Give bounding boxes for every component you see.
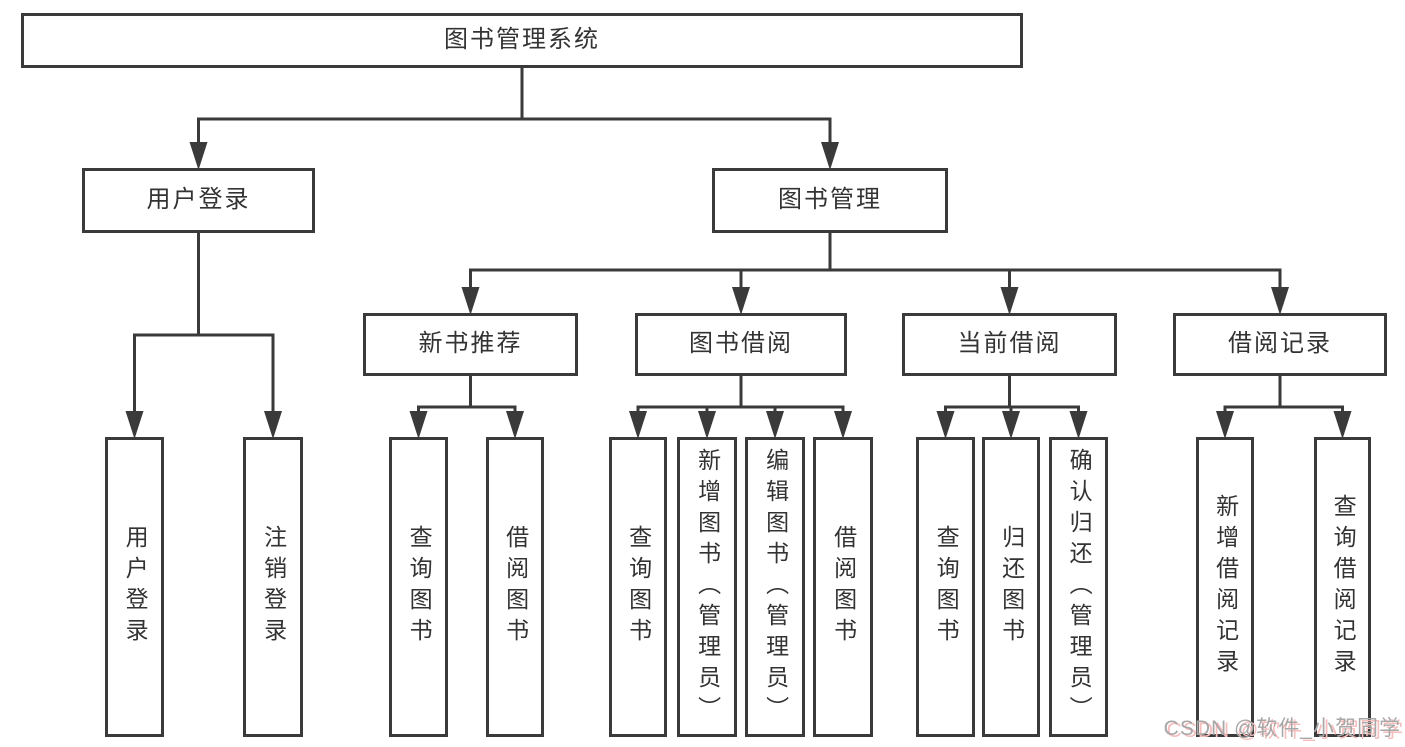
node-login-out: 注销登录 — [243, 437, 303, 737]
arrowhead-icon — [766, 411, 784, 439]
node-label-br-add: 新增图书（管理员） — [694, 447, 721, 727]
csdn-watermark: CSDN @软件_小贺同学 — [1163, 717, 1401, 740]
arrowhead-icon — [1000, 287, 1019, 315]
arrowhead-icon — [1216, 411, 1234, 439]
node-login-user: 用户登录 — [105, 437, 164, 737]
arrowhead-icon — [698, 411, 716, 439]
arrowhead-icon — [506, 411, 524, 439]
arrowhead-icon — [1069, 411, 1088, 439]
node-label-br-edit: 编辑图书（管理员） — [762, 447, 789, 727]
node-label-br-borrow: 借阅图书 — [830, 525, 857, 649]
node-label-br-query: 查询图书 — [625, 525, 652, 649]
node-cur-return: 归还图书 — [982, 437, 1040, 737]
node-label-borrow: 图书借阅 — [689, 330, 793, 358]
node-br-borrow: 借阅图书 — [813, 437, 873, 737]
arrowhead-icon — [1271, 287, 1289, 315]
arrowhead-icon — [1002, 411, 1020, 439]
node-label-cur-query: 查询图书 — [933, 525, 960, 649]
node-label-newbook: 新书推荐 — [418, 330, 523, 358]
node-label-login-user: 用户登录 — [122, 525, 149, 649]
node-mgmt: 图书管理 — [712, 168, 948, 233]
node-label-nb-query: 查询图书 — [406, 525, 433, 649]
node-label-mgmt: 图书管理 — [778, 186, 882, 214]
node-nb-borrow: 借阅图书 — [486, 437, 544, 737]
arrowhead-icon — [834, 411, 852, 439]
node-borrow: 图书借阅 — [635, 313, 847, 376]
node-nb-query: 查询图书 — [389, 437, 448, 737]
node-label-login-out: 注销登录 — [260, 525, 287, 649]
node-label-current: 当前借阅 — [957, 330, 1062, 358]
node-cur-confirm: 确认归还（管理员） — [1049, 437, 1108, 737]
node-login: 用户登录 — [82, 168, 315, 233]
node-br-add: 新增图书（管理员） — [677, 437, 737, 737]
arrowhead-icon — [189, 142, 208, 170]
node-label-cur-confirm: 确认归还（管理员） — [1066, 447, 1093, 727]
arrowhead-icon — [461, 287, 480, 315]
arrowhead-icon — [732, 287, 750, 315]
node-label-nb-borrow: 借阅图书 — [502, 525, 529, 649]
node-label-login: 用户登录 — [146, 186, 251, 214]
node-newbook: 新书推荐 — [363, 313, 578, 376]
node-br-edit: 编辑图书（管理员） — [745, 437, 805, 737]
arrowhead-icon — [629, 411, 647, 439]
arrowhead-icon — [936, 411, 955, 439]
node-rec-add: 新增借阅记录 — [1196, 437, 1254, 737]
node-label-cur-return: 归还图书 — [998, 525, 1025, 649]
node-root: 图书管理系统 — [21, 13, 1023, 68]
node-label-root: 图书管理系统 — [444, 26, 600, 54]
node-rec-query: 查询借阅记录 — [1314, 437, 1371, 737]
arrowhead-icon — [264, 411, 282, 439]
node-label-rec-query: 查询借阅记录 — [1330, 494, 1357, 680]
arrowhead-icon — [1333, 411, 1352, 439]
node-records: 借阅记录 — [1173, 313, 1387, 376]
arrowhead-icon — [409, 411, 428, 439]
arrowhead-icon — [125, 411, 144, 439]
node-label-records: 借阅记录 — [1228, 330, 1332, 358]
node-br-query: 查询图书 — [609, 437, 667, 737]
node-label-rec-add: 新增借阅记录 — [1212, 494, 1239, 680]
node-cur-query: 查询图书 — [916, 437, 975, 737]
node-current: 当前借阅 — [902, 313, 1117, 376]
arrowhead-icon — [821, 142, 839, 170]
